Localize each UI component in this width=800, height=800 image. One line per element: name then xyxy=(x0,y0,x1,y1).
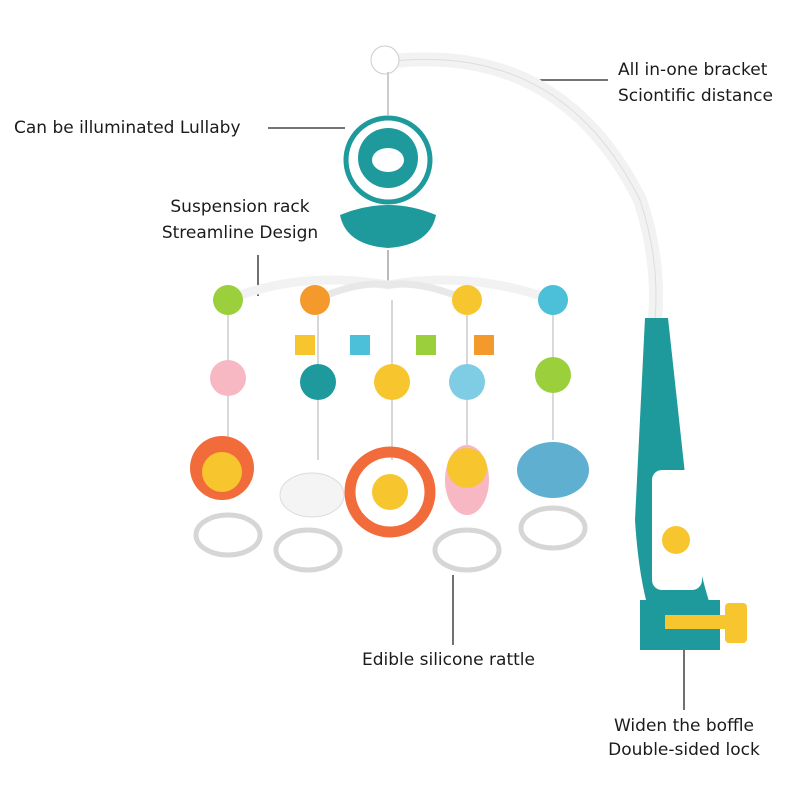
arm-cap xyxy=(370,45,400,75)
rack-inner-arms xyxy=(311,280,471,304)
bracket-label-line1: All in-one bracket xyxy=(618,60,768,80)
clover xyxy=(535,357,571,393)
music-box-base xyxy=(340,205,436,248)
clover xyxy=(374,364,410,400)
clamp-label-line1: Widen the boffle xyxy=(614,716,754,736)
chick-rattle-ring xyxy=(344,446,436,538)
ball xyxy=(213,285,243,315)
small-pendants xyxy=(295,335,494,355)
rattle-ring xyxy=(518,505,588,551)
clamp-label-line2: Double-sided lock xyxy=(608,740,760,760)
star-icon xyxy=(662,526,690,554)
rack-balls xyxy=(213,285,568,315)
rattle-label: Edible silicone rattle xyxy=(362,650,535,670)
clamp-knob xyxy=(725,603,747,643)
chick-toy xyxy=(372,474,408,510)
clover xyxy=(300,364,336,400)
arm-outline xyxy=(384,58,657,321)
ball xyxy=(452,285,482,315)
ball xyxy=(538,285,568,315)
sheep-toy xyxy=(279,472,345,518)
rattle-ring xyxy=(193,512,263,558)
pendant xyxy=(350,335,370,355)
pendant xyxy=(416,335,436,355)
clover xyxy=(210,360,246,396)
elephant-toy xyxy=(517,442,589,498)
unicorn-icon xyxy=(372,148,404,172)
rattle-ring xyxy=(432,527,502,573)
music-box-label: Can be illuminated Lullaby xyxy=(14,118,241,138)
rack-label-line2: Streamline Design xyxy=(161,223,319,243)
pendant xyxy=(295,335,315,355)
bracket-label-line2: Sciontific distance xyxy=(618,86,773,106)
pendant xyxy=(474,335,494,355)
clover xyxy=(449,364,485,400)
rack-label-line1: Suspension rack xyxy=(170,197,310,217)
ball xyxy=(300,285,330,315)
toys xyxy=(190,436,589,538)
rattle-rings xyxy=(193,505,588,573)
clamp-screw xyxy=(665,615,725,629)
rattle-ring xyxy=(273,527,343,573)
clover-pendants xyxy=(210,357,571,400)
